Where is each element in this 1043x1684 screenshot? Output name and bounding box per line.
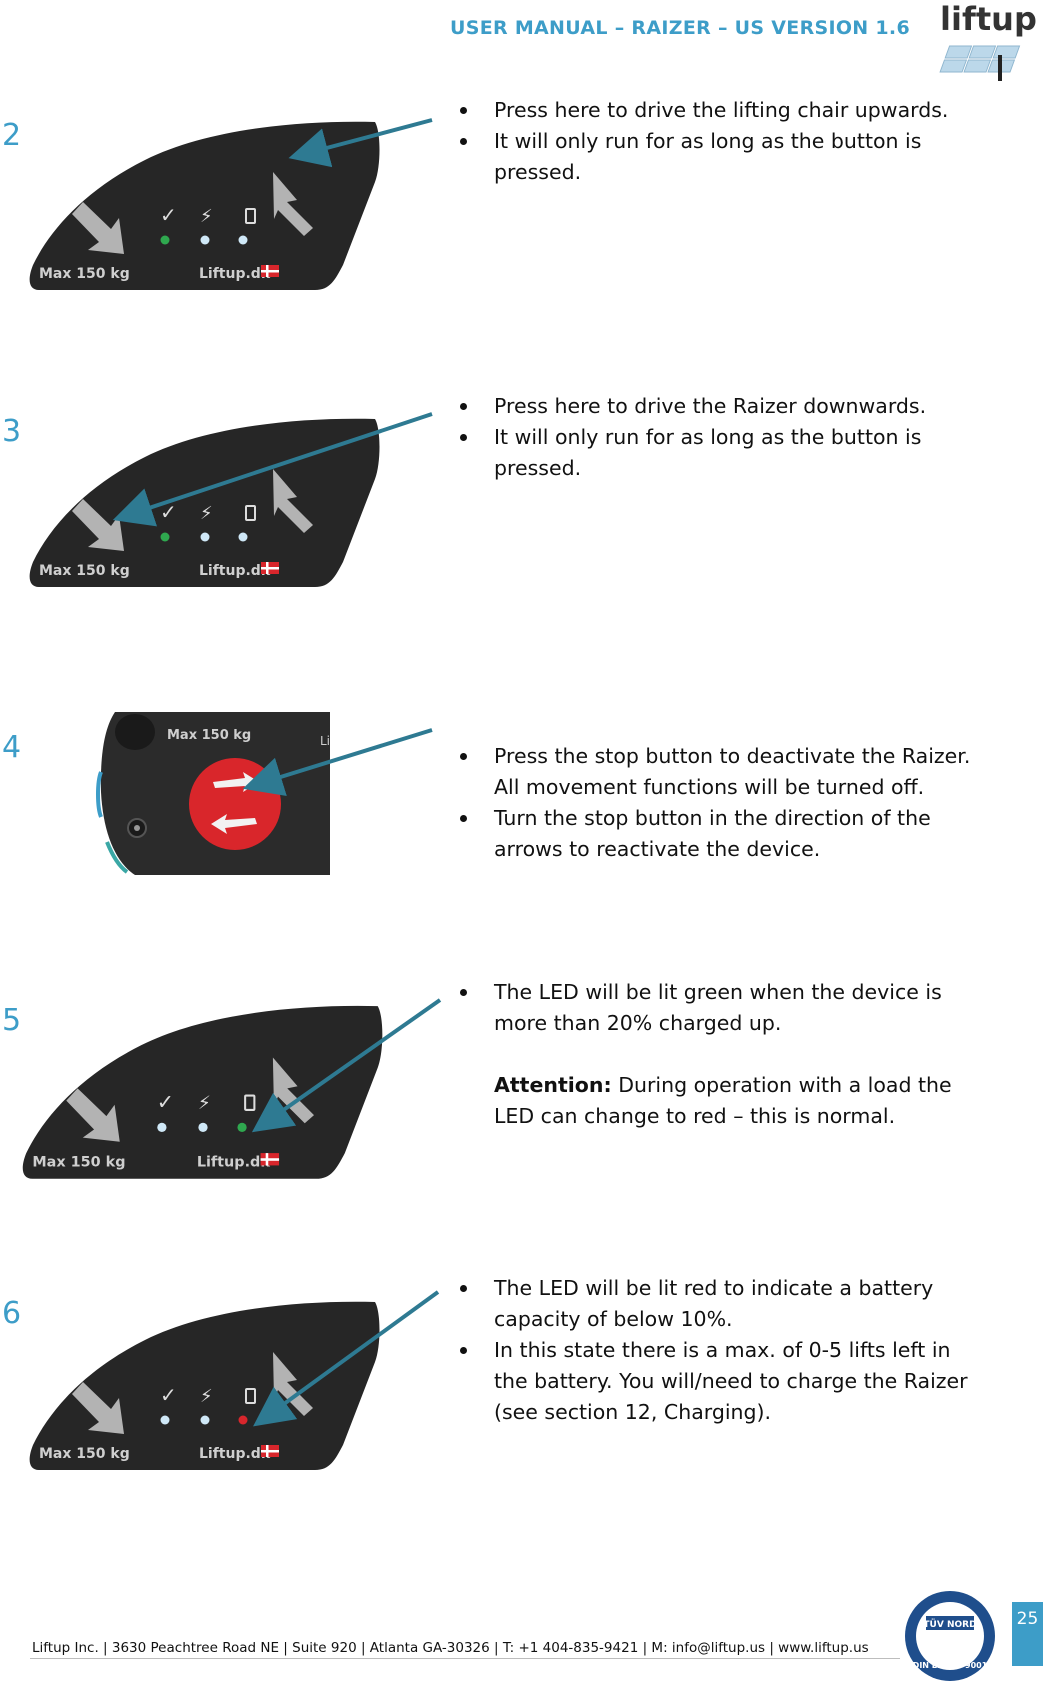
- max-load-label: Max 150 kg: [39, 266, 130, 282]
- bullet: Turn the stop button in the direction of…: [460, 803, 990, 865]
- charging-led: [200, 235, 210, 245]
- control-panel-down: ✓ ⚡ Max 150 kg Liftup.dk: [29, 418, 380, 587]
- step-2-text: Press here to drive the lifting chair up…: [460, 95, 990, 188]
- step-number-3: 3: [2, 414, 22, 449]
- down-arrow-icon: [66, 1088, 120, 1142]
- step-number-6: 6: [2, 1296, 22, 1331]
- bullet: It will only run for as long as the butt…: [460, 126, 990, 188]
- stop-button-icon: [189, 758, 281, 850]
- status-led-green: [160, 532, 170, 542]
- svg-text:TÜV NORD: TÜV NORD: [923, 1619, 976, 1630]
- liftup-logo: liftup: [939, 0, 1037, 81]
- step-4-text: Press the stop button to deactivate the …: [460, 741, 990, 865]
- footer-contact: Liftup Inc. | 3630 Peachtree Road NE | S…: [32, 1640, 869, 1656]
- step-5-text: The LED will be lit green when the devic…: [460, 977, 990, 1132]
- attention-note: Attention: During operation with a load …: [460, 1070, 990, 1132]
- power-icon: ⚡: [200, 503, 213, 524]
- control-panel-red-led: ✓ ⚡ Max 150 kg Liftup.dk: [29, 1301, 380, 1470]
- bullet: Press here to drive the lifting chair up…: [460, 95, 990, 126]
- step-number-4: 4: [2, 730, 22, 765]
- power-icon: ⚡: [200, 1386, 213, 1407]
- charging-led: [198, 1122, 208, 1133]
- charging-led: [200, 532, 210, 542]
- down-arrow-icon: [72, 499, 124, 551]
- bullet: It will only run for as long as the butt…: [460, 422, 990, 484]
- status-led: [157, 1122, 167, 1133]
- battery-led-red: [238, 1415, 248, 1425]
- check-icon: ✓: [157, 1090, 174, 1114]
- bullet: Press here to drive the Raizer downwards…: [460, 391, 990, 422]
- control-panel-green-led: ✓ ⚡ Max 150 kg Liftup.dk: [22, 1005, 383, 1179]
- logo-text: liftup: [940, 0, 1037, 38]
- check-icon: ✓: [160, 500, 177, 524]
- battery-icon: [245, 208, 256, 224]
- battery-led: [238, 532, 248, 542]
- bullet: Press the stop button to deactivate the …: [460, 741, 990, 803]
- charging-led: [200, 1415, 210, 1425]
- power-icon: ⚡: [198, 1093, 211, 1114]
- bullet: In this state there is a max. of 0-5 lif…: [460, 1335, 990, 1428]
- attention-label: Attention:: [494, 1073, 612, 1097]
- tuv-certification-seal: TÜV NORD DIN EN ISO 9001: [905, 1591, 995, 1681]
- battery-led: [238, 235, 248, 245]
- brand-label: Liftup.dk: [199, 266, 271, 282]
- check-icon: ✓: [160, 1383, 177, 1407]
- control-panel-up: ✓ ⚡ Max 150 kg Liftup.dk: [29, 121, 380, 290]
- status-led-green: [160, 235, 170, 245]
- photo-max-load-label: Max 150 kg: [167, 728, 251, 743]
- svg-text:DIN EN ISO 9001: DIN EN ISO 9001: [913, 1661, 988, 1670]
- step-6-text: The LED will be lit red to indicate a ba…: [460, 1273, 990, 1428]
- up-arrow-icon: [273, 172, 313, 236]
- power-icon: ⚡: [200, 206, 213, 227]
- max-load-label: Max 150 kg: [39, 563, 130, 579]
- down-arrow-icon: [72, 1382, 124, 1434]
- down-arrow-icon: [72, 202, 124, 254]
- bullet: The LED will be lit red to indicate a ba…: [460, 1273, 990, 1335]
- status-led: [160, 1415, 170, 1425]
- brand-label: Liftup.dk: [199, 1446, 271, 1462]
- step-number-5: 5: [2, 1003, 22, 1038]
- attention-text: During operation with a load the LED can…: [494, 1073, 952, 1128]
- bullet: The LED will be lit green when the devic…: [460, 977, 990, 1039]
- check-icon: ✓: [160, 203, 177, 227]
- battery-led-green: [237, 1122, 247, 1133]
- page-number: 25: [1012, 1602, 1043, 1666]
- stop-button-photo: Max 150 kg Li: [95, 712, 330, 875]
- footer-divider: [30, 1658, 900, 1659]
- svg-text:Li: Li: [320, 734, 330, 748]
- brand-label: Liftup.dk: [197, 1154, 270, 1170]
- brand-label: Liftup.dk: [199, 563, 271, 579]
- document-header-title: USER MANUAL – RAIZER – US VERSION 1.6: [450, 17, 910, 39]
- max-load-label: Max 150 kg: [39, 1446, 130, 1462]
- step-3-text: Press here to drive the Raizer downwards…: [460, 391, 990, 484]
- step-number-2: 2: [2, 118, 22, 153]
- max-load-label: Max 150 kg: [32, 1154, 125, 1170]
